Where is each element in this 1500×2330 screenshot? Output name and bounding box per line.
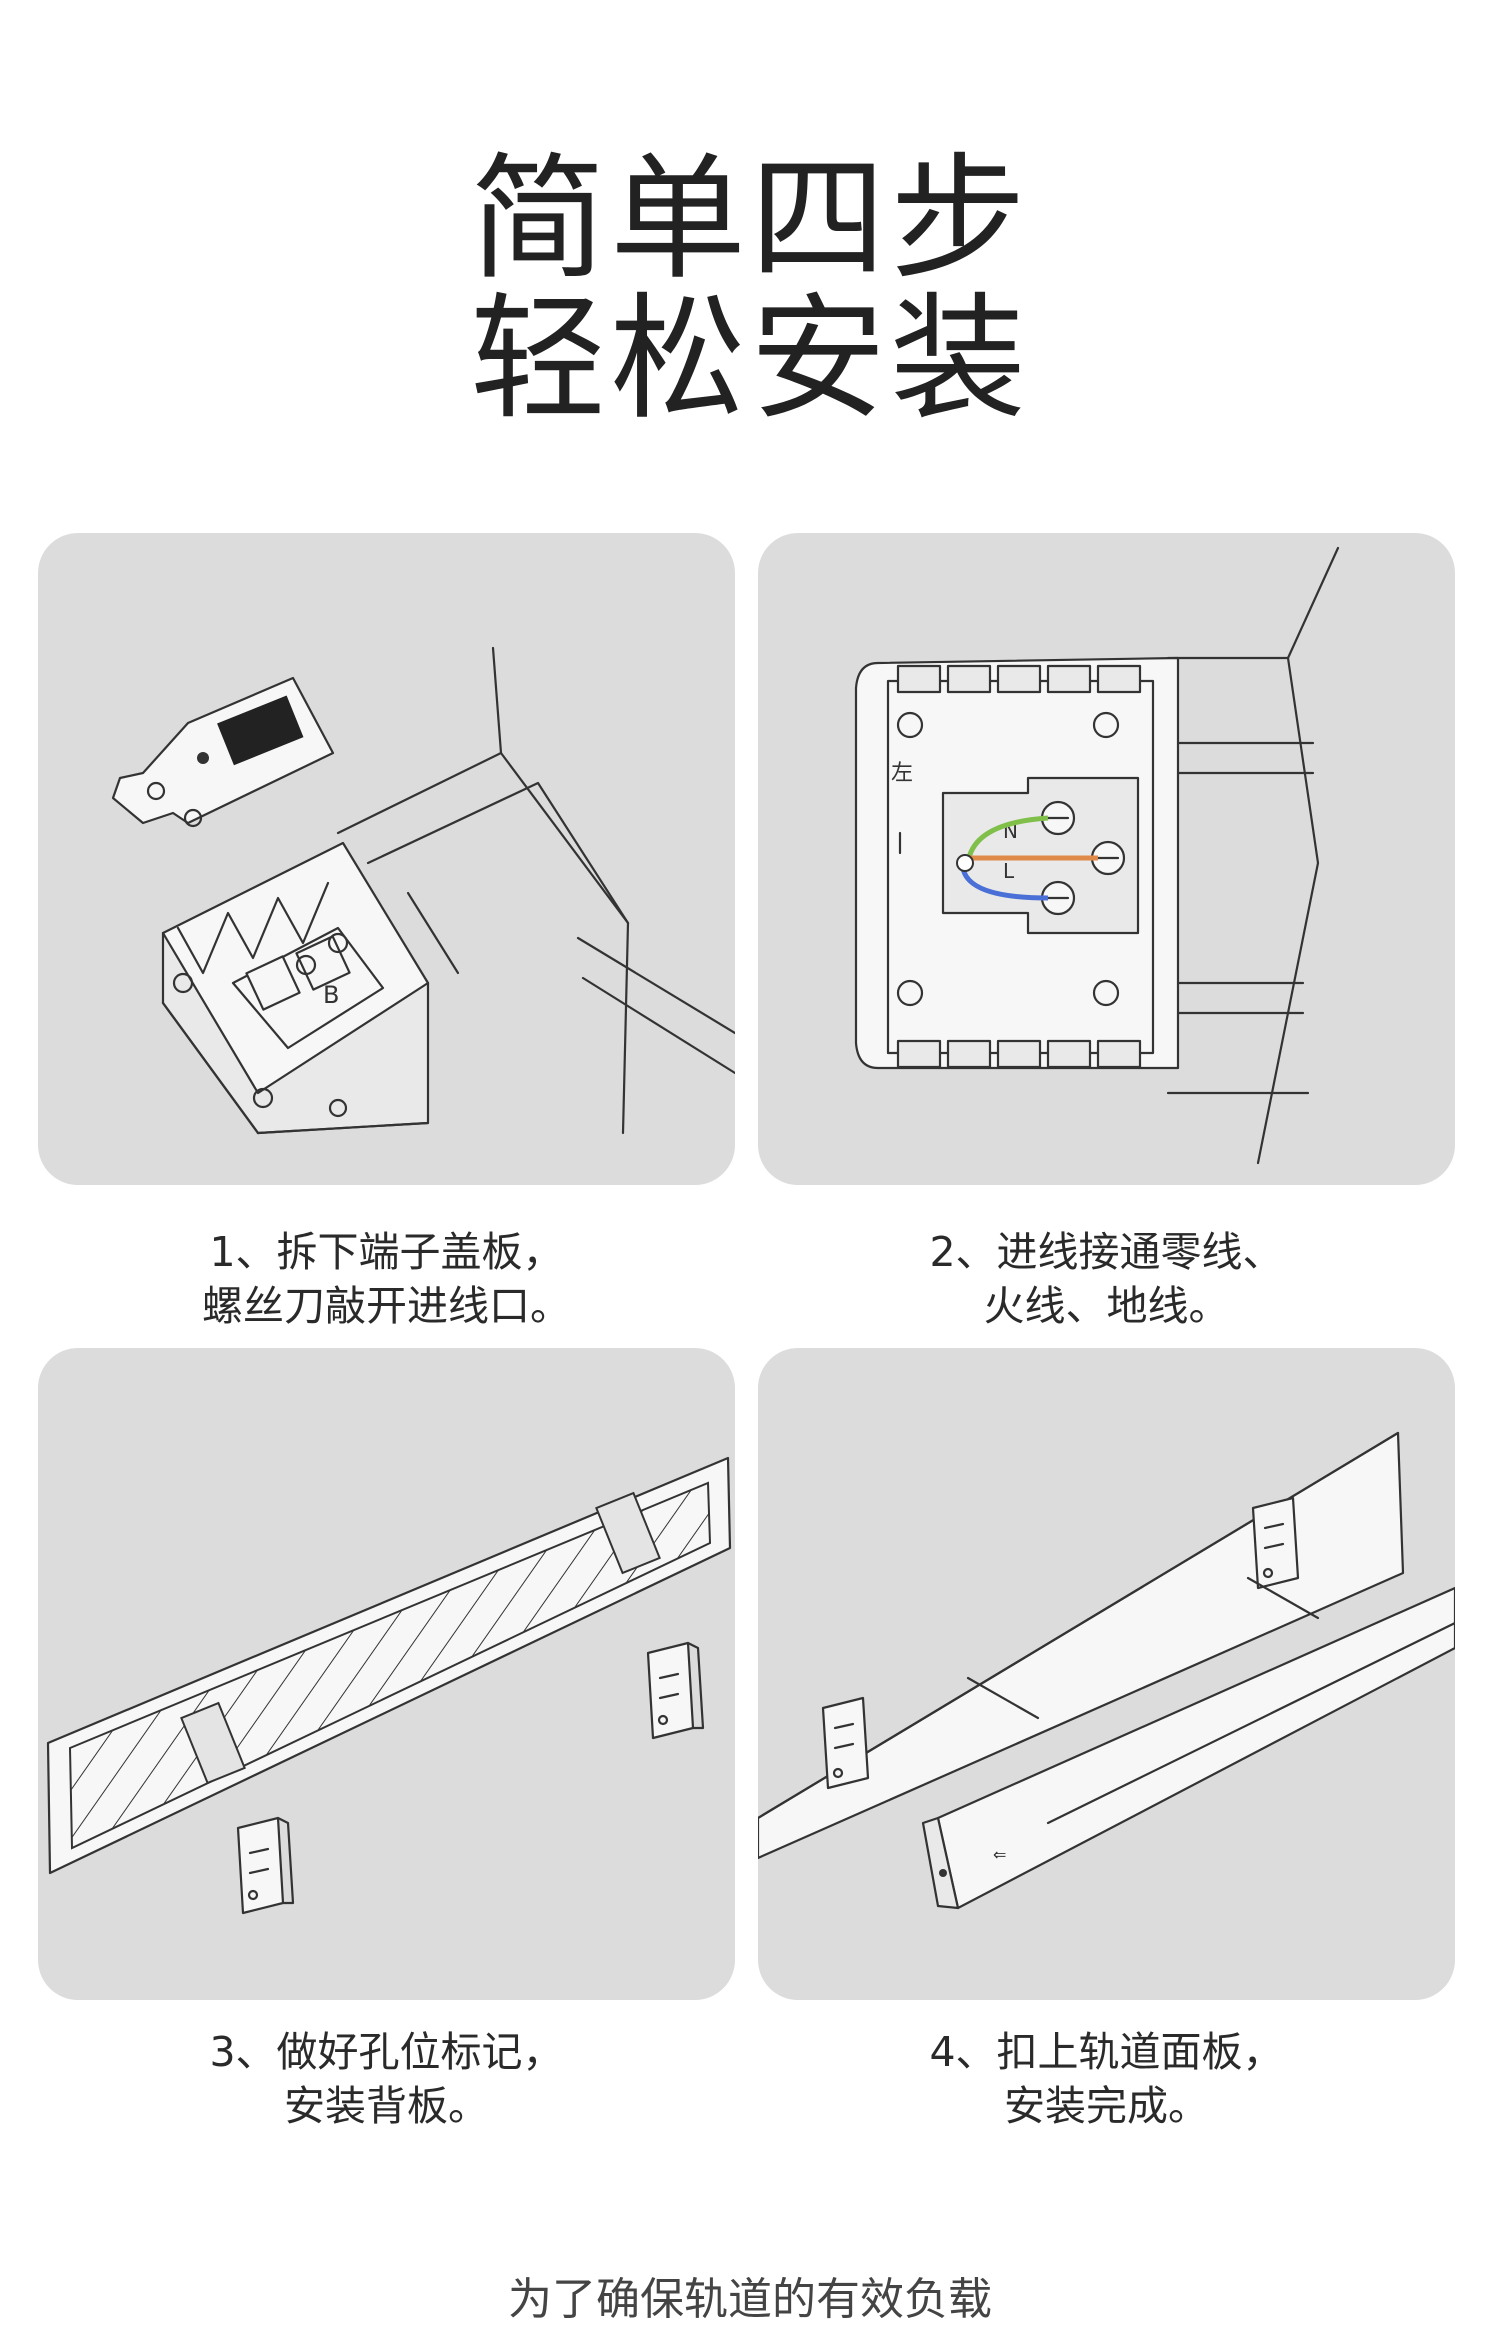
step1-caption: 1、拆下端子盖板， 螺丝刀敲开进线口。 bbox=[38, 1225, 735, 1333]
step2-caption-line2: 火线、地线。 bbox=[983, 1282, 1230, 1330]
step3-caption-line2: 安装背板。 bbox=[284, 2082, 489, 2130]
bracket-upper-icon bbox=[1251, 1496, 1300, 1590]
bracket-left-icon bbox=[236, 1816, 295, 1915]
step3-caption: 3、做好孔位标记， 安装背板。 bbox=[38, 2025, 735, 2133]
step3-illustration bbox=[38, 1348, 735, 2000]
step3-caption-line1: 3、做好孔位标记， bbox=[209, 2028, 564, 2076]
step4-caption: 4、扣上轨道面板， 安装完成。 bbox=[758, 2025, 1455, 2133]
neutral-wire-blue bbox=[960, 867, 1049, 901]
hole-marker-left bbox=[180, 1701, 246, 1785]
cover-label-icon bbox=[217, 695, 304, 766]
ground-wire-green bbox=[965, 815, 1049, 864]
page-title-line2: 轻松安装 bbox=[470, 281, 1030, 439]
terminal-box-open-drawing: B bbox=[111, 646, 735, 1135]
backplate-marking-drawing bbox=[46, 1456, 732, 1915]
footer-text: 为了确保轨道的有效负载 bbox=[508, 2274, 992, 2325]
step4-illustration: ⇐ bbox=[758, 1348, 1455, 2000]
step1-illustration: B bbox=[38, 533, 735, 1185]
bracket-lower-icon bbox=[821, 1696, 870, 1790]
terminal-l-label: L bbox=[1003, 859, 1015, 883]
left-marker-label: 左 bbox=[891, 761, 913, 786]
step4-caption-line1: 4、扣上轨道面板， bbox=[929, 2028, 1284, 2076]
step2-caption-line1: 2、进线接通零线、 bbox=[929, 1228, 1284, 1276]
step2-caption: 2、进线接通零线、 火线、地线。 bbox=[758, 1225, 1455, 1333]
step1-caption-line2: 螺丝刀敲开进线口。 bbox=[202, 1282, 571, 1330]
step2-illustration: 左 N L bbox=[758, 533, 1455, 1185]
hole-marker-right bbox=[595, 1491, 661, 1575]
page-title-line1: 简单四步 bbox=[470, 141, 1030, 299]
bracket-right-icon bbox=[646, 1641, 705, 1740]
rail-mounting-drawing: ⇐ bbox=[758, 1431, 1455, 1910]
wiring-closeup-drawing: 左 N L bbox=[854, 546, 1340, 1165]
step1-caption-line1: 1、拆下端子盖板， bbox=[209, 1228, 564, 1276]
step4-caption-line2: 安装完成。 bbox=[1004, 2082, 1209, 2130]
terminal-letter-b: B bbox=[323, 981, 339, 1009]
svg-text:⇐: ⇐ bbox=[993, 1845, 1006, 1864]
